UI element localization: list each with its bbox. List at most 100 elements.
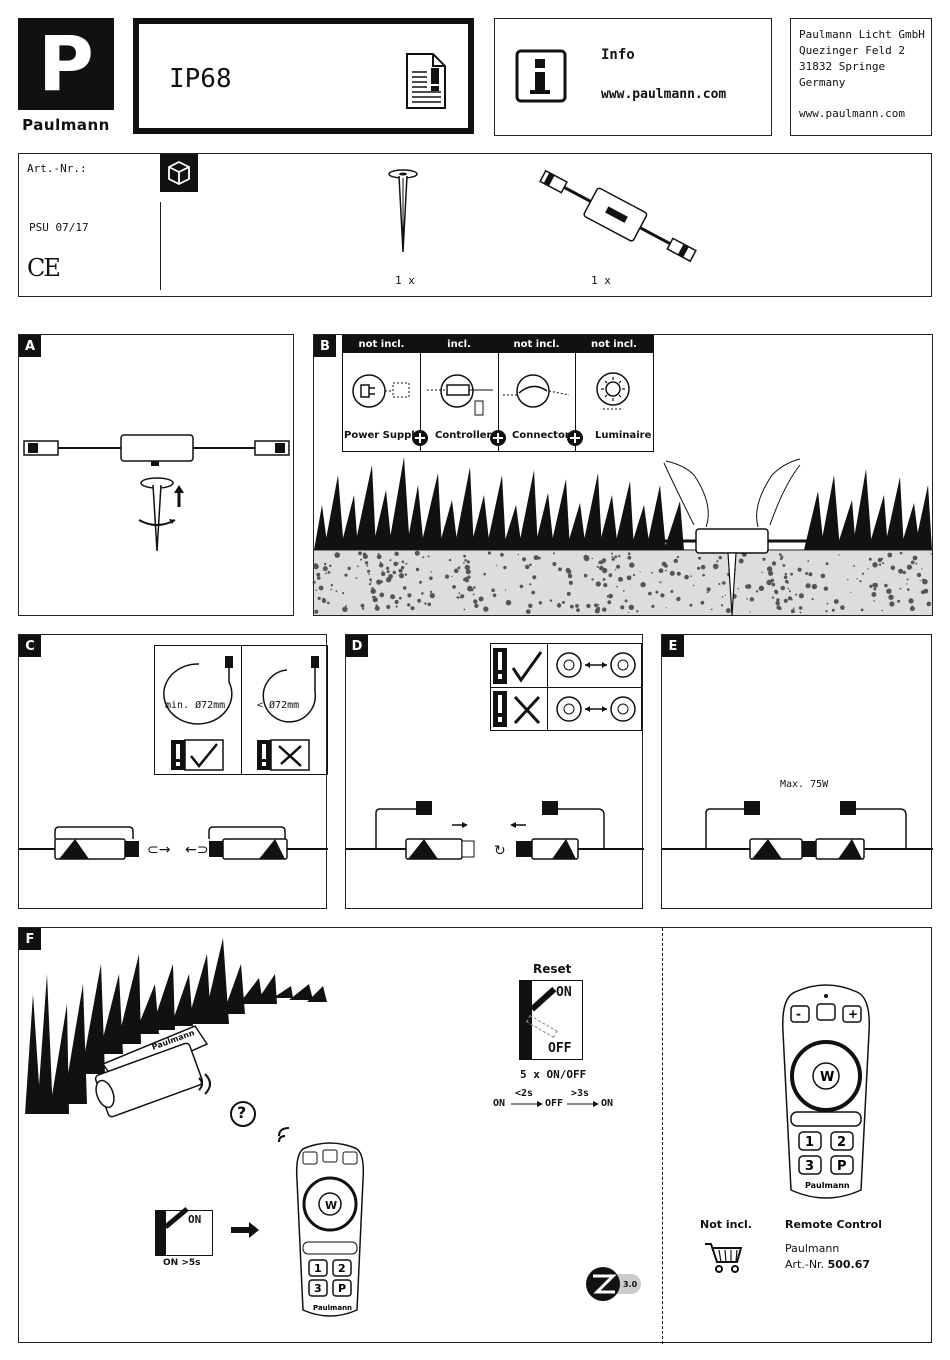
section-e-tag: E: [662, 635, 684, 657]
svg-text:3: 3: [314, 1282, 322, 1295]
svg-text:3: 3: [805, 1159, 814, 1174]
remote-control-title: Remote Control: [785, 1218, 882, 1231]
section-a-tag: A: [19, 335, 41, 357]
info-icon: [515, 49, 567, 103]
not-incl-label: Not incl.: [700, 1218, 752, 1231]
switch-on-label: ON: [188, 1213, 202, 1226]
reset-switch: ON OFF: [519, 980, 583, 1060]
remote-art-prefix: Art.-Nr.: [785, 1258, 825, 1271]
signal-icon: [278, 1127, 290, 1143]
bend-ok-icon: [163, 656, 233, 725]
controller-spike-assembly: [23, 434, 290, 552]
pin-align-ok-icon: [556, 652, 636, 678]
svg-text:W: W: [820, 1070, 834, 1085]
cable-cap-illustration: ⊂→ ←⊃: [19, 826, 328, 860]
ip-rating-box: IP68: [133, 18, 474, 134]
svg-text:Paulmann: Paulmann: [313, 1304, 352, 1312]
svg-text:←⊃: ←⊃: [185, 842, 208, 858]
system-components: not incl. incl. not incl. not incl.: [342, 335, 654, 452]
svg-text:Paulmann: Paulmann: [805, 1181, 850, 1190]
pin-align-bad-icon: [556, 696, 636, 722]
svg-text:+: +: [848, 1007, 858, 1021]
ground-spike-icon: [388, 169, 418, 253]
product-box: Art.-Nr.: PSU 07/17 CE 1 x 1 x: [18, 153, 932, 297]
svg-text:2: 2: [338, 1262, 346, 1275]
zigbee-logo-icon: [586, 1267, 641, 1301]
address-box: Paulmann Licht GmbH Quezinger Feld 2 318…: [790, 18, 932, 136]
address-line: Paulmann Licht GmbH: [799, 28, 925, 41]
reset-count: 5 x ON/OFF: [520, 1068, 587, 1081]
section-c-tag: C: [19, 635, 41, 657]
logo-letter: P: [38, 19, 94, 108]
spike-qty: 1 x: [395, 274, 415, 287]
plus-icon: [567, 430, 583, 446]
hold-caption: ON >5s: [163, 1258, 201, 1268]
section-d-tag: D: [346, 635, 368, 657]
address-line: Germany: [799, 76, 846, 89]
remote-art-number: 500.67: [827, 1258, 871, 1271]
psu-code: PSU 07/17: [29, 221, 89, 234]
svg-text:-: -: [796, 1007, 801, 1021]
component-label: Connector: [512, 430, 570, 441]
max-power: Max. 75W: [780, 779, 829, 790]
cross-icon: [257, 739, 310, 771]
section-f: F Paulmann ? ON ON >5s: [18, 927, 932, 1344]
svg-text:↻: ↻: [494, 843, 506, 859]
bend-bad-icon: [262, 656, 319, 723]
package-icon: [160, 154, 198, 192]
svg-text:P: P: [837, 1159, 847, 1174]
zigbee-version: 3.0: [623, 1280, 638, 1289]
component-header: incl.: [420, 335, 498, 353]
component-header: not incl.: [498, 335, 575, 353]
document-warning-icon: [406, 53, 446, 109]
seq-t2: >3s: [571, 1088, 590, 1099]
hold-switch: ON: [155, 1207, 213, 1256]
section-e: E Max. 75W: [661, 634, 933, 909]
power-supply-icon: [352, 374, 410, 408]
address-url[interactable]: www.paulmann.com: [799, 107, 905, 120]
check-icon: [171, 739, 224, 771]
section-c: C min. Ø72mm < Ø72mm ⊂→ ←⊃: [18, 634, 328, 909]
section-a: A: [18, 334, 294, 616]
remote-maker: Paulmann: [785, 1242, 840, 1255]
section-b: B not incl. incl. not incl. not incl.: [312, 334, 933, 616]
garden-installation-illustration: [312, 457, 932, 616]
info-label: Info: [601, 47, 635, 63]
art-label: Art.-Nr.:: [27, 162, 87, 175]
info-url[interactable]: www.paulmann.com: [601, 87, 727, 102]
section-b-tag: B: [314, 335, 336, 357]
reset-sequence: ON <2s OFF >3s ON: [493, 1088, 633, 1116]
component-label: Luminaire: [595, 430, 652, 441]
component-header: not incl.: [575, 335, 653, 353]
question-icon: [230, 1101, 256, 1127]
ce-mark: CE: [27, 254, 61, 282]
check-icon: [493, 648, 543, 684]
reset-title: Reset: [533, 962, 572, 976]
component-label: Controller: [435, 430, 492, 441]
svg-text:P: P: [338, 1282, 346, 1295]
seq-off: OFF: [545, 1098, 564, 1109]
controller-qty: 1 x: [591, 274, 611, 287]
plus-icon: [490, 430, 506, 446]
component-header: not incl.: [343, 335, 420, 353]
section-f-tag: F: [19, 928, 41, 950]
connected-plug-illustration: [662, 801, 933, 860]
svg-text:⊂→: ⊂→: [147, 842, 171, 858]
luminaire-icon: [596, 372, 630, 410]
paulmann-logo: P Paulmann: [18, 18, 114, 136]
reset-off-label: OFF: [548, 1041, 572, 1056]
address-line: 31832 Springe: [799, 60, 886, 73]
svg-text:W: W: [325, 1199, 337, 1212]
plus-icon: [412, 430, 428, 446]
controller-small-icon: [427, 374, 493, 416]
svg-text:1: 1: [805, 1135, 814, 1150]
seq-t1: <2s: [515, 1088, 534, 1099]
connector-icon: [503, 374, 570, 408]
plug-connection-illustration: ↻: [346, 801, 644, 860]
logo-wordmark: Paulmann: [22, 116, 110, 134]
shopping-cart-icon: [705, 1243, 743, 1273]
ip-rating: IP68: [169, 64, 232, 94]
seq-on-1: ON: [493, 1098, 506, 1109]
